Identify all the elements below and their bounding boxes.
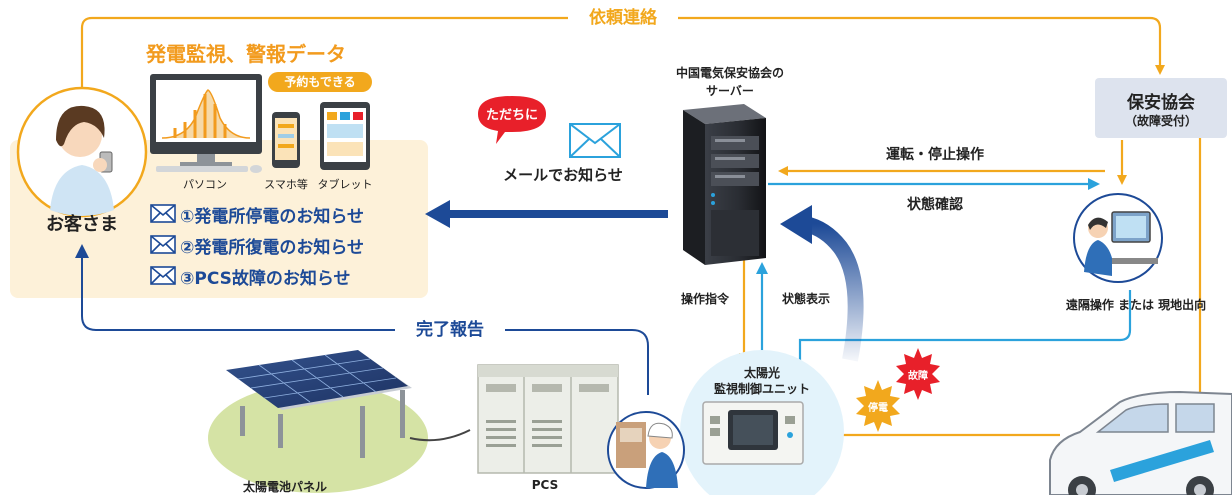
operation-label: 運転・停止操作 <box>886 147 984 163</box>
panel-cable <box>409 429 471 442</box>
notice-item: ②発電所復電のお知らせ <box>180 238 365 258</box>
tablet-icon <box>320 102 370 170</box>
association-sub: （故障受付） <box>1124 114 1197 128</box>
status-display-arrowhead <box>756 262 768 274</box>
envelope-icon <box>569 123 621 158</box>
notice-item: ③PCS故障のお知らせ <box>180 269 351 289</box>
server-label-line2: サーバー <box>706 84 754 98</box>
monitoring-unit-icon <box>702 401 804 465</box>
status-display-label: 状態表示 <box>781 292 830 306</box>
pcs-label: PCS <box>531 478 559 492</box>
fault-burst <box>896 348 940 400</box>
customer-icon <box>16 86 148 218</box>
solar-panel-icon <box>226 350 412 458</box>
notice-arrow <box>425 200 668 228</box>
operator-icon <box>1073 193 1163 283</box>
completion-report-arrowhead <box>75 244 89 258</box>
email-notice-label: メールでお知らせ <box>503 166 623 184</box>
device-label-pc: パソコン <box>183 178 227 191</box>
customer-panel-heading: 発電監視、警報データ <box>146 42 346 66</box>
association-box <box>1095 78 1227 138</box>
solar-panel-label: 太陽電池パネル <box>242 480 327 494</box>
command-label: 操作指令 <box>680 292 729 306</box>
completion-report-label: 完了報告 <box>395 318 505 342</box>
report-arc-head <box>780 205 812 244</box>
device-label-tablet: タブレット <box>317 178 373 191</box>
envelope-icon <box>150 235 176 254</box>
server-label-line1: 中国電気保安協会の <box>675 66 784 80</box>
report-arc <box>803 216 864 362</box>
envelope-icon <box>150 266 176 285</box>
status-check-arrowhead <box>1088 178 1100 190</box>
car-icon <box>1049 390 1232 495</box>
device-label-phone: スマホ等 <box>264 178 308 191</box>
status-check-label: 状態確認 <box>907 197 963 213</box>
immediately-label: ただちに <box>485 108 538 123</box>
smartphone-icon <box>272 112 300 168</box>
remote-or-onsite-label: 遠隔操作 または 現地出向 <box>1065 298 1207 312</box>
completion-report-line <box>81 255 649 395</box>
association-name: 保安協会 <box>1127 93 1195 113</box>
unit-label-line2: 監視制御ユニット <box>713 382 810 396</box>
customer-label: お客さま <box>46 214 118 235</box>
notice-item: ①発電所停電のお知らせ <box>180 207 365 227</box>
reservation-badge: 予約もできる <box>268 72 372 92</box>
monitor-icon <box>150 74 262 173</box>
panel-ground <box>208 383 428 493</box>
worker-icon <box>607 411 685 489</box>
fault-label: 故障 <box>908 371 928 382</box>
envelope-icon <box>150 204 176 223</box>
request-contact-label: 依頼連絡 <box>568 7 678 29</box>
remote-operation-line <box>798 290 1132 360</box>
outage-label: 停電 <box>868 403 888 414</box>
pcs-cabinet-icon <box>477 364 619 474</box>
server-icon <box>683 104 766 265</box>
outage-burst <box>856 380 900 432</box>
unit-label-line1: 太陽光 <box>743 366 780 380</box>
immediately-bubble <box>478 96 546 144</box>
